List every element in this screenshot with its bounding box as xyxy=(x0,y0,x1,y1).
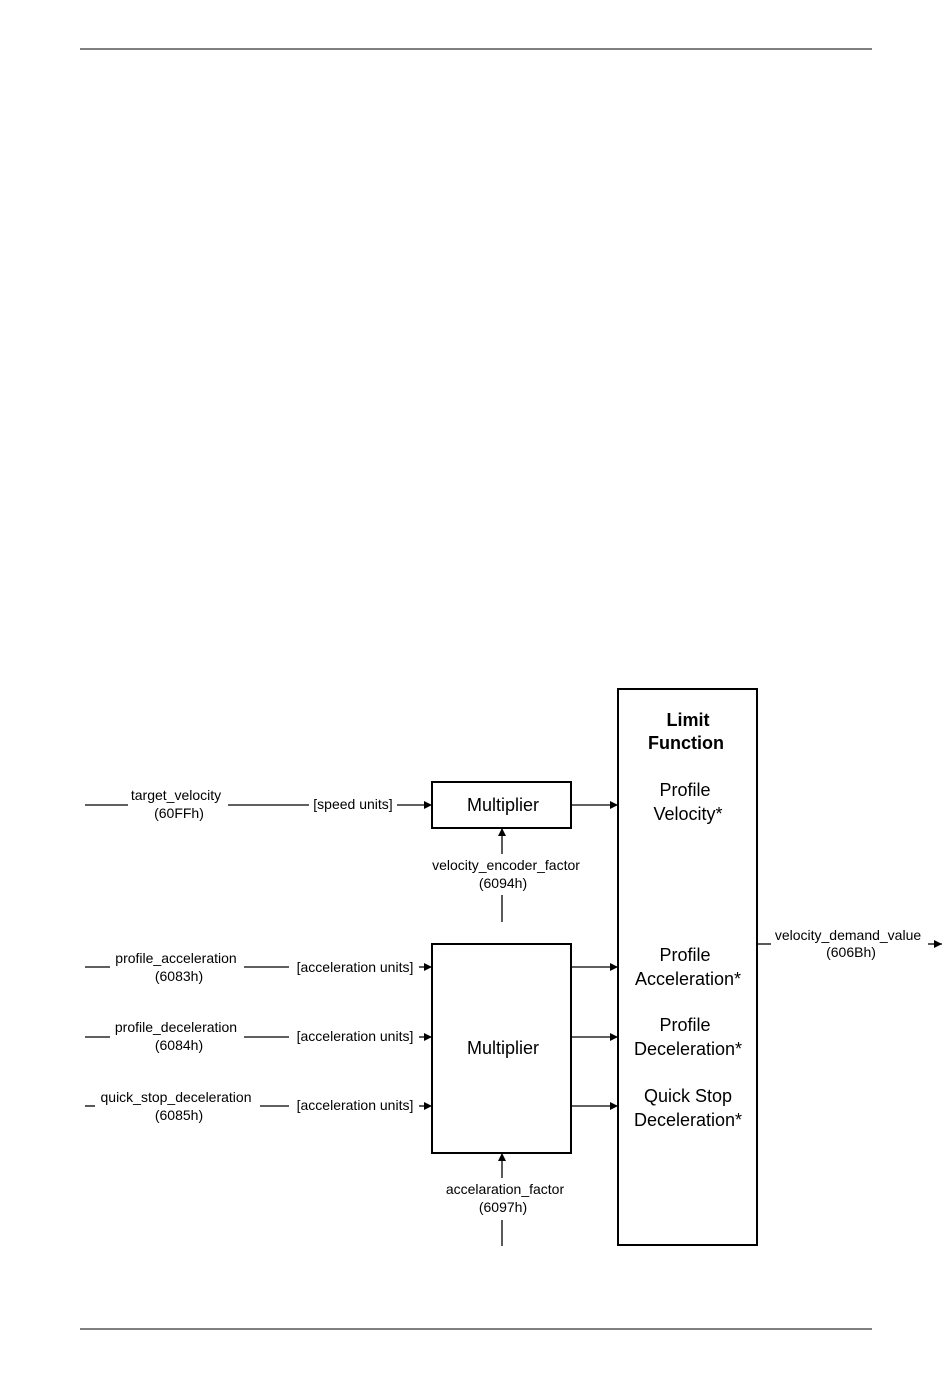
limit-item-profile-deceleration-line2: Deceleration* xyxy=(634,1039,742,1059)
target-velocity-index: (60FFh) xyxy=(154,805,204,821)
target-velocity-name: target_velocity xyxy=(131,787,221,803)
velocity-encoder-factor-name: velocity_encoder_factor xyxy=(432,857,580,873)
accelaration-factor-index: (6097h) xyxy=(479,1199,527,1215)
limit-function-box xyxy=(617,688,758,1246)
profile-deceleration-name: profile_deceleration xyxy=(115,1019,237,1035)
quick-stop-unit: [acceleration units] xyxy=(297,1097,414,1113)
accelaration-factor-name: accelaration_factor xyxy=(446,1181,565,1197)
limit-item-quick-stop-line2: Deceleration* xyxy=(634,1110,742,1130)
limit-function-title-line2: Function xyxy=(648,733,724,753)
limit-function-title-line1: Limit xyxy=(667,710,710,730)
limit-item-quick-stop-line1: Quick Stop xyxy=(644,1086,732,1106)
limit-item-profile-deceleration-line1: Profile xyxy=(659,1015,710,1035)
limit-item-profile-velocity-line1: Profile xyxy=(659,780,710,800)
velocity-encoder-factor-index: (6094h) xyxy=(479,875,527,891)
profile-deceleration-index: (6084h) xyxy=(155,1037,203,1053)
multiplier-top-label: Multiplier xyxy=(467,795,539,815)
multiplier-bottom-box xyxy=(431,943,572,1154)
profile-deceleration-unit: [acceleration units] xyxy=(297,1028,414,1044)
quick-stop-name: quick_stop_deceleration xyxy=(101,1089,252,1105)
target-velocity-unit: [speed units] xyxy=(313,796,392,812)
profile-acceleration-unit: [acceleration units] xyxy=(297,959,414,975)
profile-acceleration-index: (6083h) xyxy=(155,968,203,984)
limit-item-profile-acceleration-line2: Acceleration* xyxy=(635,969,741,989)
output-index: (606Bh) xyxy=(826,944,876,960)
limit-item-profile-velocity-line2: Velocity* xyxy=(653,804,722,824)
limit-item-profile-acceleration-line1: Profile xyxy=(659,945,710,965)
output-name: velocity_demand_value xyxy=(775,927,922,943)
profile-acceleration-name: profile_acceleration xyxy=(115,950,236,966)
quick-stop-index: (6085h) xyxy=(155,1107,203,1123)
multiplier-bottom-label: Multiplier xyxy=(467,1038,539,1058)
